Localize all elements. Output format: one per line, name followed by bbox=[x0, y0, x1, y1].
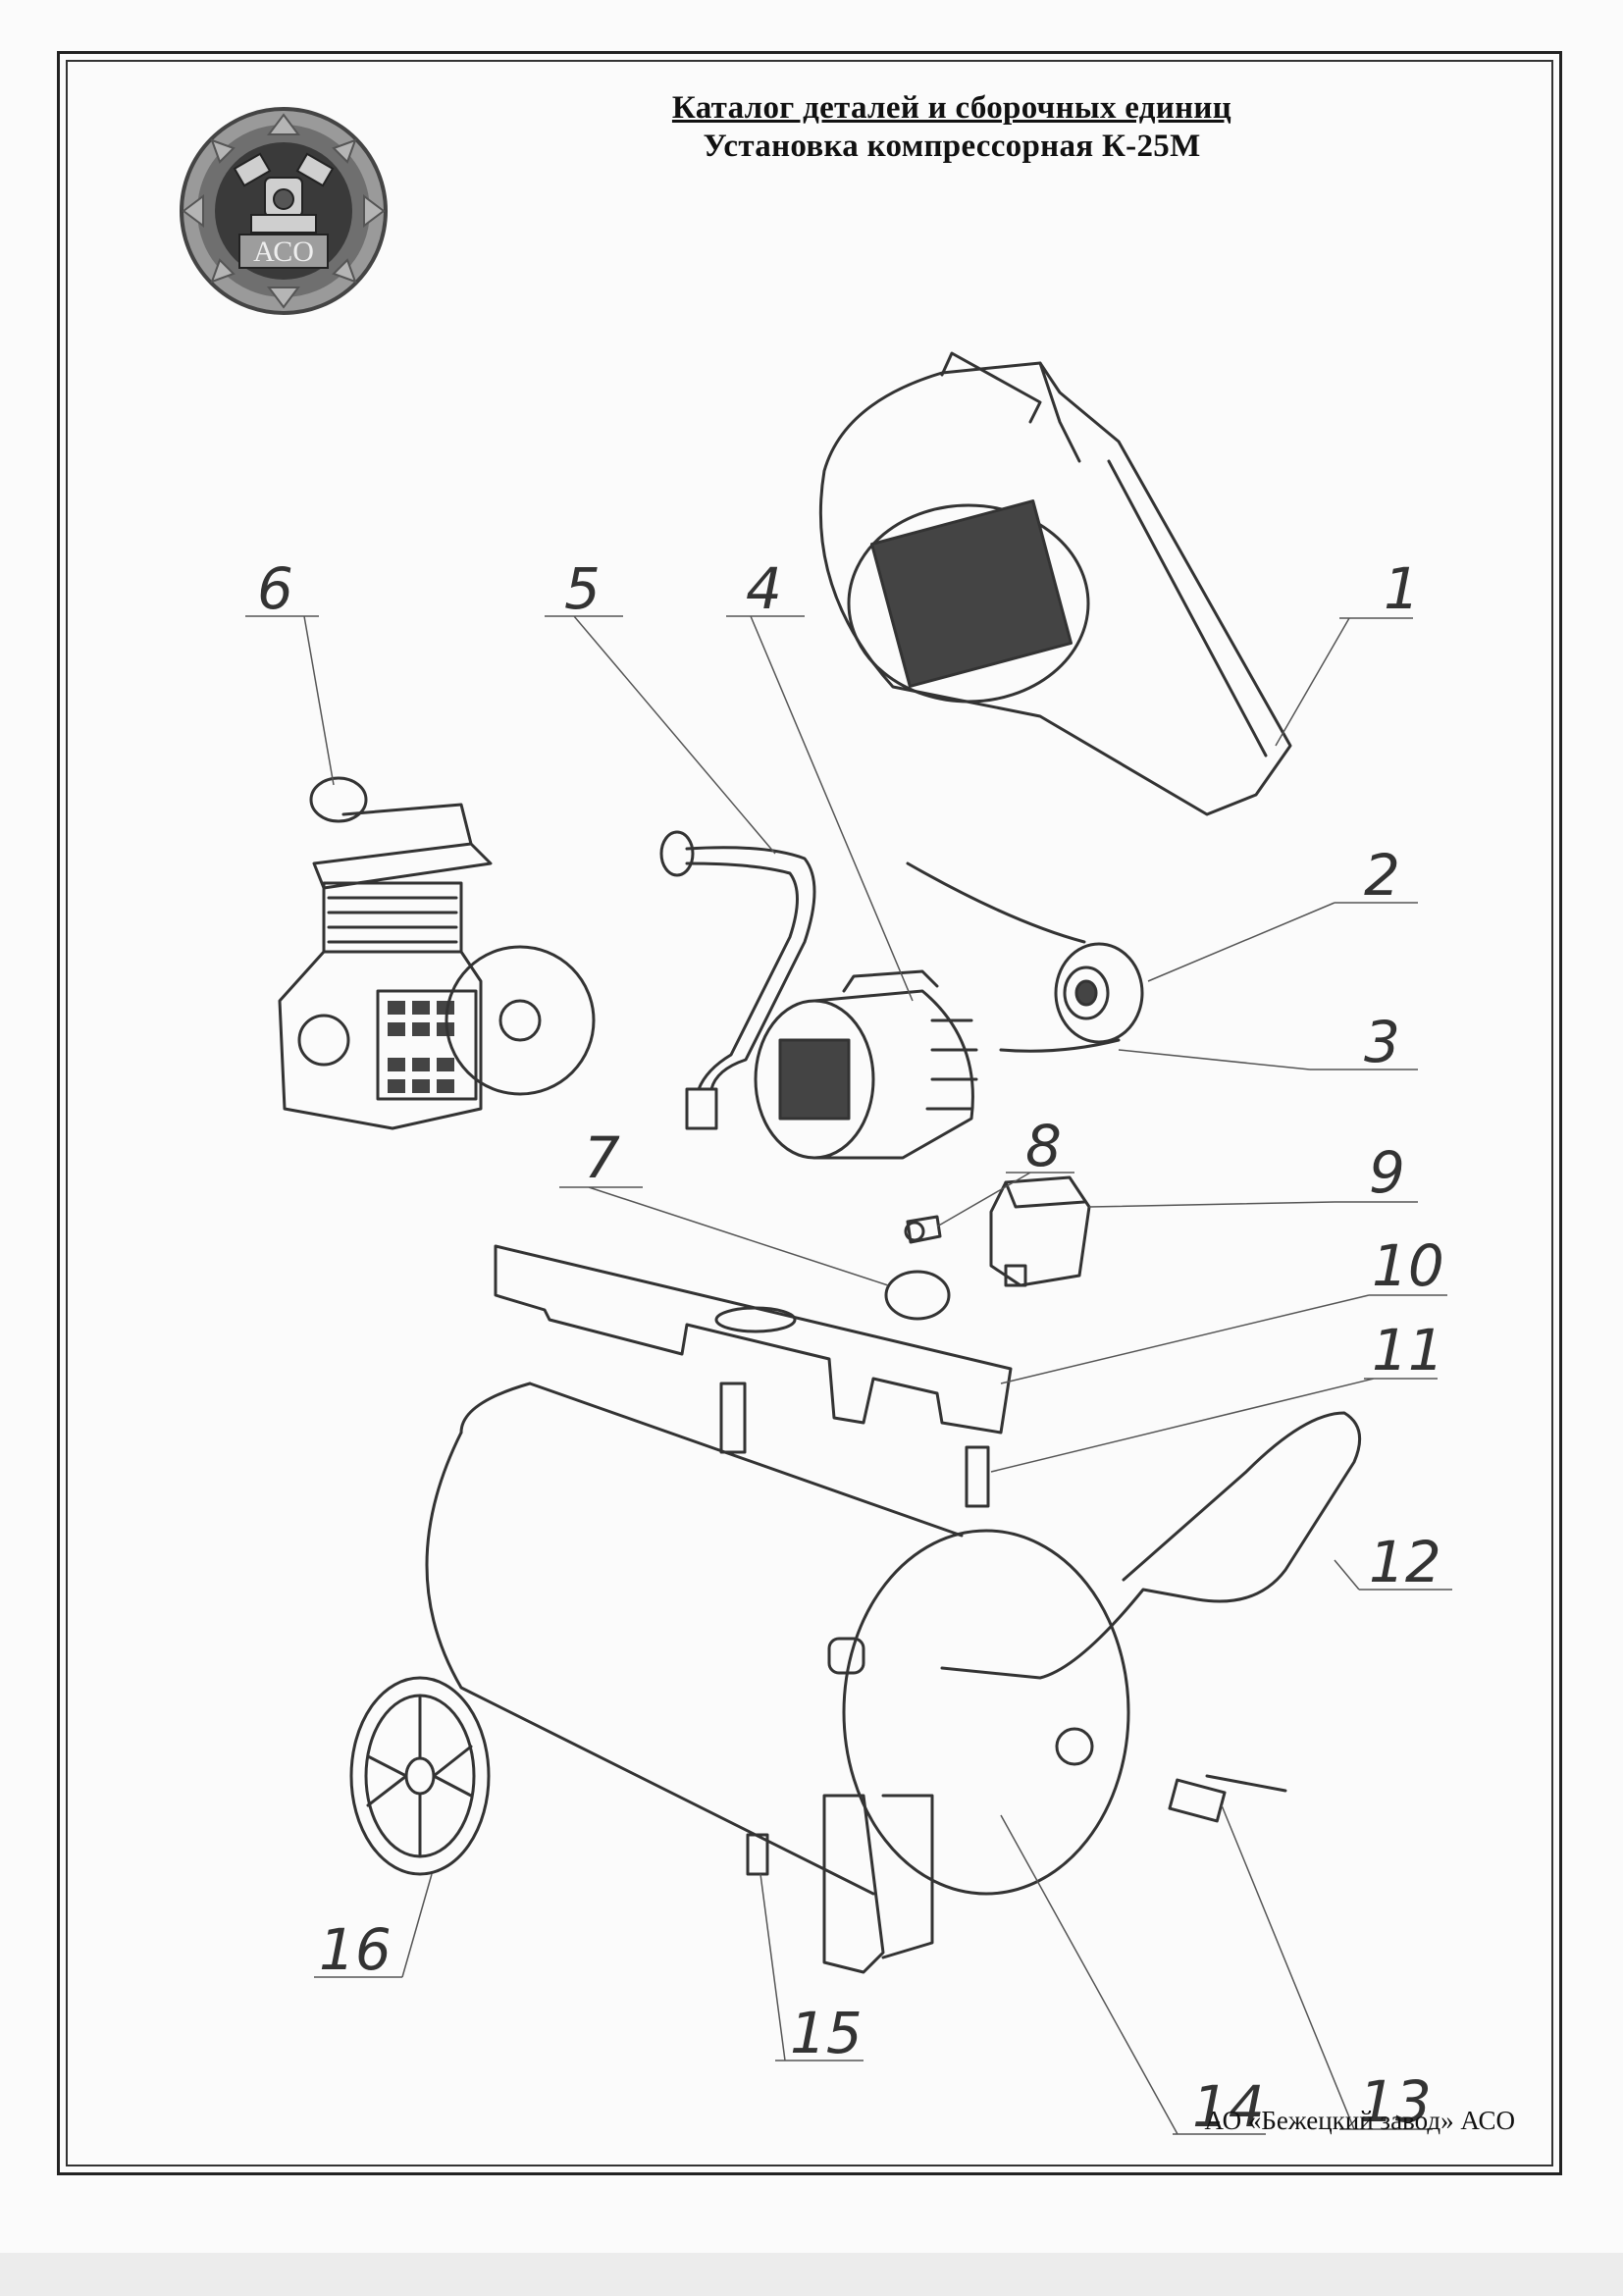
callout-5: 5 bbox=[564, 555, 601, 622]
compressor-head-part bbox=[278, 776, 596, 1130]
pressure-switch-part bbox=[989, 1175, 1091, 1287]
callout-15: 15 bbox=[790, 2000, 863, 2066]
callout-1: 1 bbox=[1384, 555, 1420, 622]
title-block: Каталог деталей и сборочных единиц Устан… bbox=[550, 90, 1354, 165]
catalog-title: Каталог деталей и сборочных единиц bbox=[671, 90, 1232, 126]
valve-part bbox=[1168, 1774, 1287, 1823]
callout-3: 3 bbox=[1364, 1009, 1400, 1075]
receiver-tank-part bbox=[425, 1382, 1130, 1974]
scan-bottom-band bbox=[0, 2253, 1623, 2296]
cap-part bbox=[884, 1270, 951, 1321]
base-plate-part bbox=[494, 1244, 1013, 1435]
fitting-part bbox=[904, 1215, 942, 1244]
handle-part bbox=[940, 1411, 1362, 1680]
callout-2: 2 bbox=[1364, 842, 1400, 909]
nipple-part bbox=[746, 1833, 769, 1876]
callout-16: 16 bbox=[319, 1916, 392, 1983]
catalog-subtitle: Установка компрессорная К-25М bbox=[703, 129, 1201, 164]
callout-13: 13 bbox=[1359, 2068, 1432, 2135]
callout-10: 10 bbox=[1372, 1232, 1444, 1299]
logo-text: АСО bbox=[253, 235, 314, 268]
manufacturer-footer: АО «Бежецкий завод» АСО bbox=[1204, 2106, 1515, 2135]
belt-guard-part bbox=[818, 351, 1292, 816]
callout-8: 8 bbox=[1025, 1113, 1062, 1179]
callout-4: 4 bbox=[746, 555, 782, 622]
callout-14: 14 bbox=[1192, 2073, 1265, 2140]
electric-motor-part bbox=[754, 969, 978, 1160]
callout-9: 9 bbox=[1369, 1139, 1405, 1206]
callout-numbers: 1 2 3 4 5 6 7 8 9 10 11 12 13 14 15 16 bbox=[257, 555, 1444, 2140]
wheel-part bbox=[349, 1676, 491, 1876]
callout-7: 7 bbox=[584, 1124, 620, 1191]
callout-6: 6 bbox=[257, 555, 293, 622]
callout-12: 12 bbox=[1369, 1529, 1441, 1595]
page-frame-outer bbox=[57, 51, 1562, 2175]
page-frame-inner bbox=[66, 60, 1553, 2166]
callout-leaders bbox=[245, 615, 1452, 2135]
tube-part bbox=[659, 830, 816, 1130]
callout-11: 11 bbox=[1372, 1317, 1444, 1383]
pulley-part bbox=[906, 861, 1144, 1044]
stud-part bbox=[719, 1382, 990, 1508]
belt-part bbox=[999, 1038, 1121, 1053]
compressor-logo-icon: АСО bbox=[180, 107, 388, 315]
